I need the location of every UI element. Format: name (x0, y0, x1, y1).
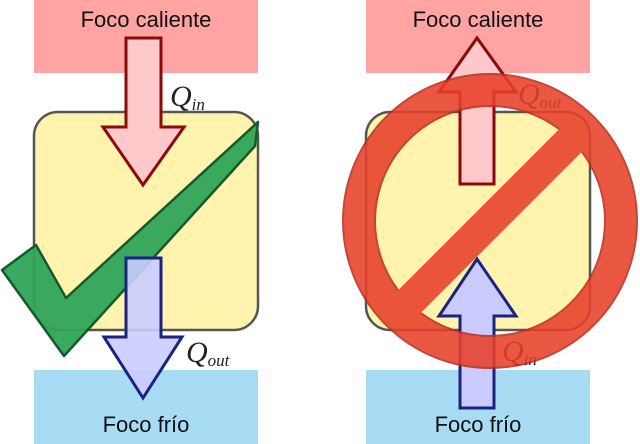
left-heat-in-subscript: in (192, 95, 205, 114)
prohibited-bar (396, 127, 584, 315)
prohibited-ring-inner-outline (374, 105, 606, 337)
right-hot-reservoir-label: Foco caliente (413, 7, 544, 32)
left-heat-in-arrow (100, 36, 187, 188)
right-cold-reservoir-label: Foco frío (435, 412, 522, 437)
right-heat-up-arrow-bottom (436, 256, 519, 410)
left-cold-reservoir-label: Foco frío (103, 412, 190, 437)
left-heat-out-subscript: out (208, 351, 231, 370)
prohibited-ring-outline (342, 73, 638, 369)
left-hot-reservoir-label: Foco caliente (81, 7, 212, 32)
right-panel: Foco caliente Foco frío Qout Qin (342, 0, 638, 444)
left-heat-in-label: Qin (170, 80, 205, 114)
left-heat-out-symbol: Q (186, 336, 208, 369)
prohibited-icon (342, 73, 638, 369)
left-heat-out-arrow (101, 256, 185, 401)
checkmark-icon (0, 120, 260, 358)
left-panel: Foco caliente Foco frío Qin Qout (0, 0, 260, 444)
left-heat-out-label: Qout (186, 336, 231, 370)
left-heat-in-symbol: Q (170, 80, 192, 113)
prohibited-ring (343, 74, 637, 368)
